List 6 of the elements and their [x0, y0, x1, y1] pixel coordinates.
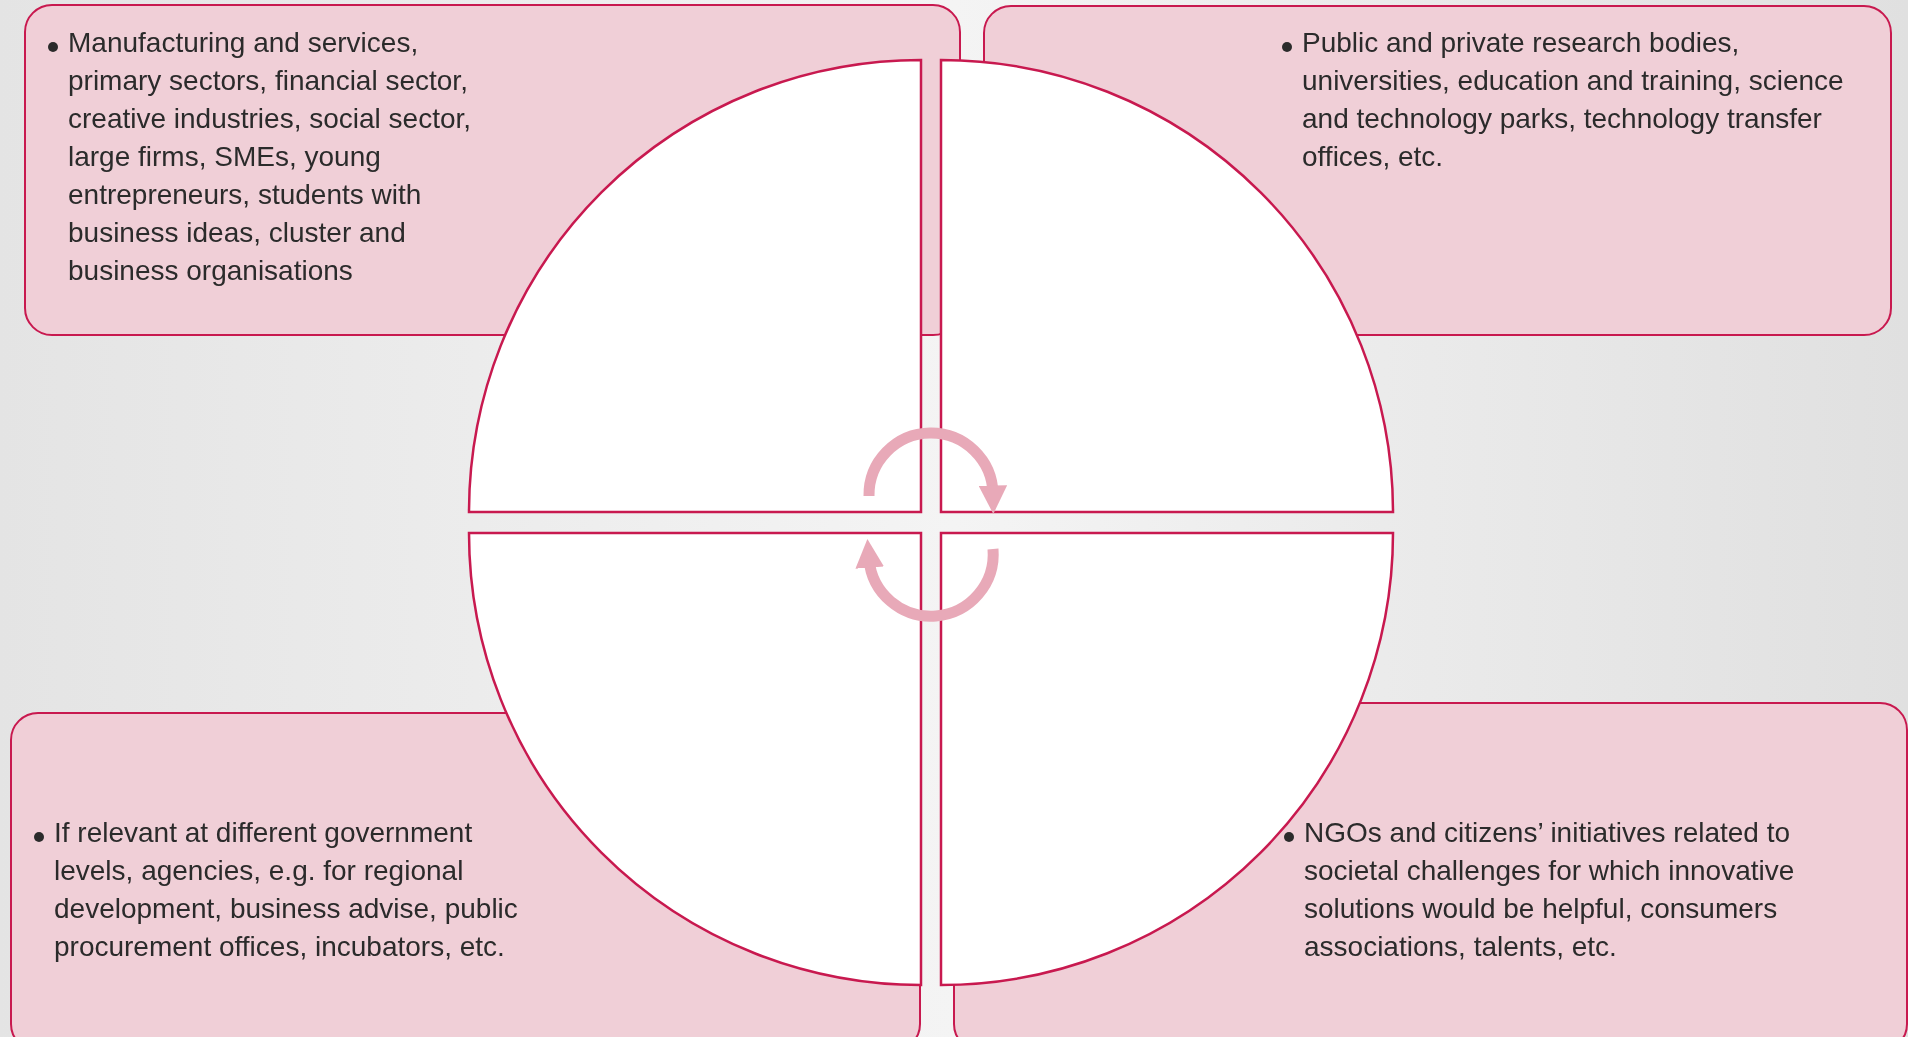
cycle-arrow — [856, 539, 999, 622]
description-text: Public and private research bodies, universities, education and training, science and technology parks, technology transfer offices, etc. — [1302, 26, 1845, 174]
description-text: If relevant at different government levels, agencies, e.g. for regional development, business advise, public procurement offices, incubators, etc. — [54, 816, 519, 964]
cycle-arrow — [863, 427, 1007, 514]
description-text: Manufacturing and services, primary sectors, financial sector, creative industries, social sector, large firms, SMEs, young entrepreneurs, students with business ideas, cluster and business organisations — [68, 26, 473, 288]
description-text: NGOs and citizens’ initiatives related to societal challenges for which innovative solutions would be helpful, consumers associations, talents, etc. — [1304, 816, 1796, 964]
